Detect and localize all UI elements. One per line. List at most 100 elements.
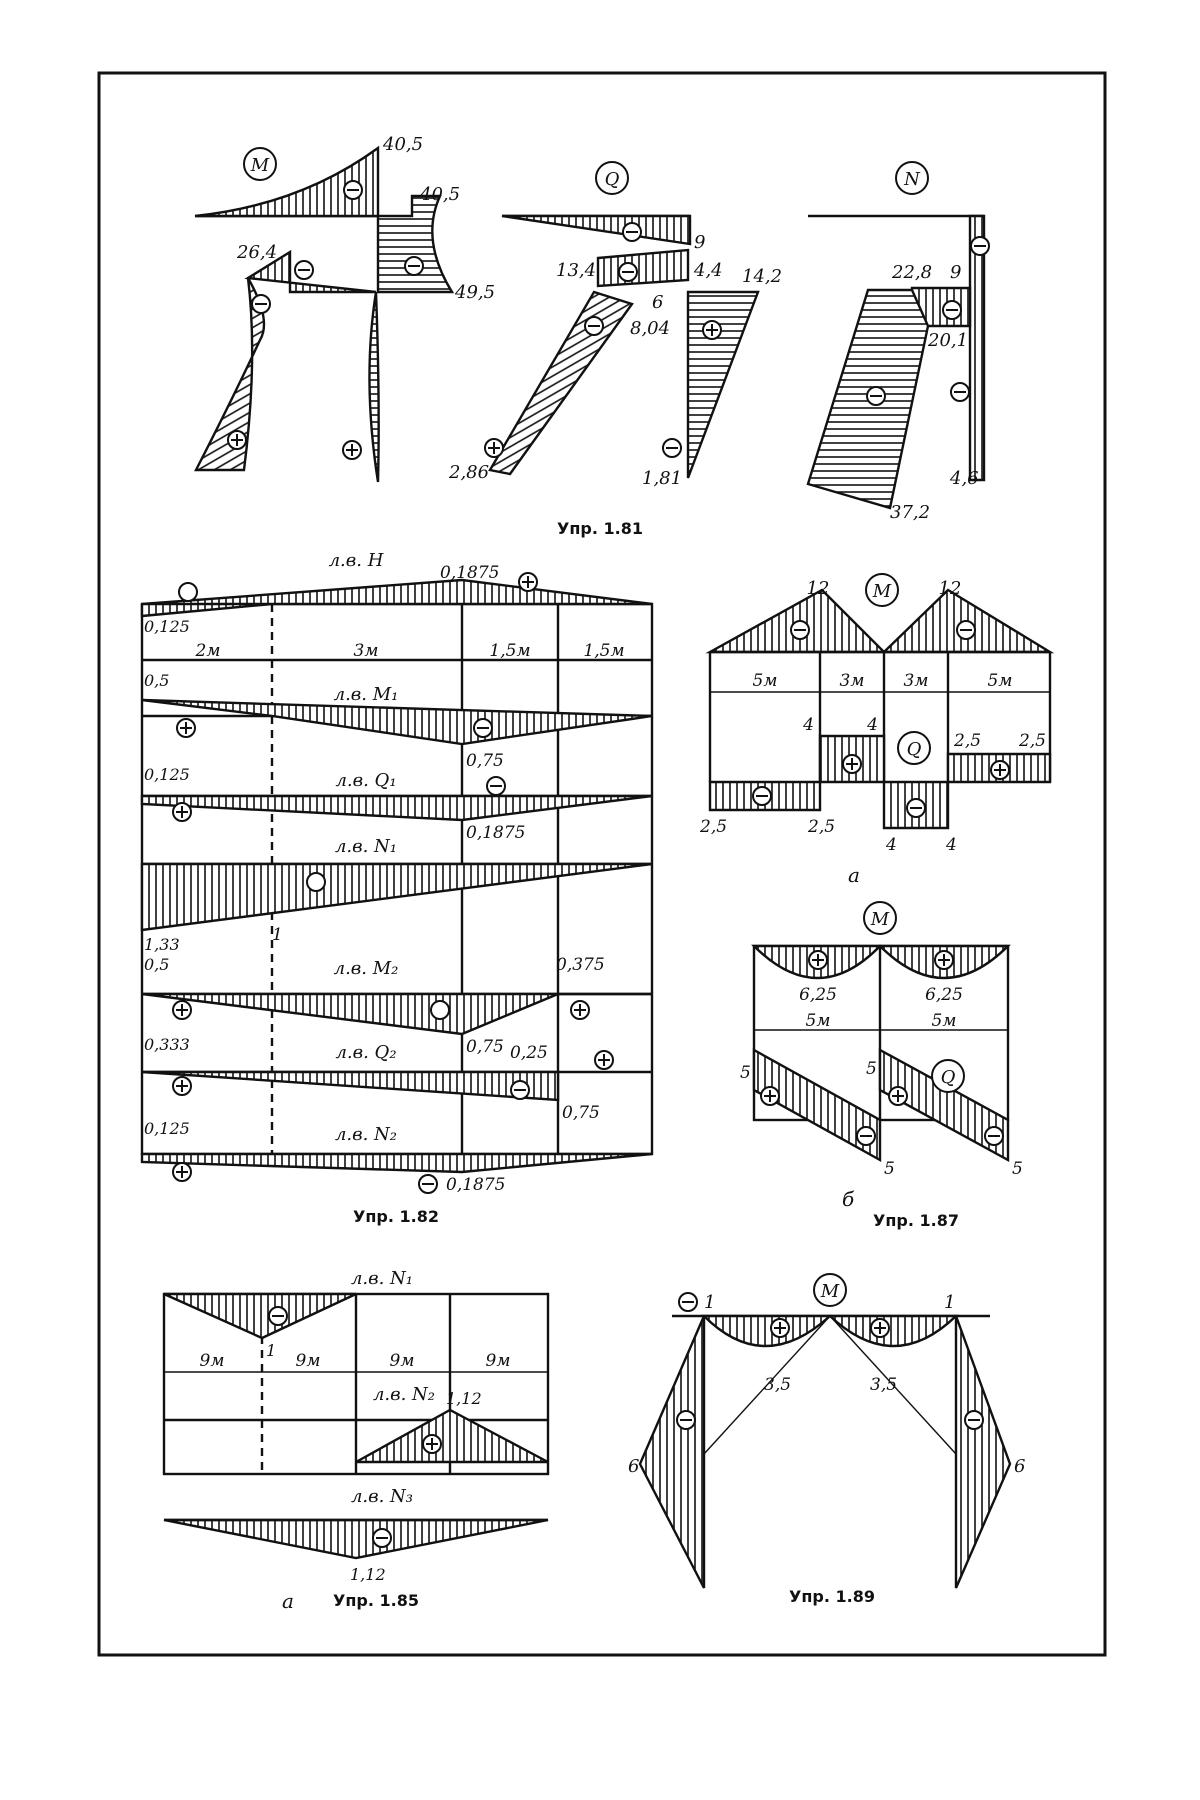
- ex182-span-1: 2м: [195, 641, 221, 661]
- ex182-M2-value-2: 0,375: [556, 955, 605, 975]
- ex181-Q-right-leg: [688, 292, 758, 478]
- ex182-title: Упр. 1.82: [353, 1207, 439, 1226]
- ex181-Q-value-7: 2,86: [448, 462, 489, 483]
- ex182-Q1-label: л.в. Q₁: [335, 770, 396, 791]
- exercise-1-87-a: M 12 12 5м 3м 3м 5м Q 4 4 2,5 2,5 2,5 2,…: [699, 574, 1050, 887]
- ex189-title: Упр. 1.89: [789, 1587, 875, 1606]
- ex187a-M-value-1: 12: [807, 578, 830, 599]
- ex187-title: Упр. 1.87: [873, 1211, 959, 1230]
- ex182-Q2-value-1: 0,333: [144, 1035, 190, 1054]
- ex181-title: Упр. 1.81: [557, 519, 643, 538]
- exercise-1-87-b: M 6,25 6,25 5м 5м Q 5 5 5 5 б Упр. 1.87: [740, 902, 1023, 1230]
- ex189-M-value-3: 3,5: [764, 1375, 791, 1395]
- ex185-N2-value: 1,12: [446, 1389, 482, 1408]
- ex182-M1-label: л.в. M₁: [334, 684, 399, 705]
- ex187a-M-label: M: [872, 581, 892, 602]
- ex181-M-right-column: [378, 196, 452, 292]
- ex187a-span-4: 5м: [988, 671, 1013, 691]
- ex185-N2-label: л.в. N₂: [373, 1384, 435, 1405]
- ex182-M1-value-2: 0,75: [466, 751, 504, 771]
- ex187b-span-2: 5м: [932, 1011, 957, 1031]
- ex181-M-value-1: 40,5: [382, 134, 423, 155]
- ex182-M2-label: л.в. M₂: [334, 958, 399, 979]
- ex185-span-2: 9м: [296, 1351, 321, 1371]
- ex185-N3-value: 1,12: [350, 1565, 386, 1584]
- ex187a-Q-value-3: 2,5: [953, 731, 981, 751]
- ex187b-Q-value-4: 5: [1012, 1159, 1023, 1179]
- exercise-1-89: M 1 1 3,5 3,5 6 6 Упр. 1.89: [628, 1274, 1025, 1606]
- ex187a-Q-value-6: 2,5: [807, 817, 835, 837]
- ex182-Q1-value-2: 0,1875: [466, 823, 525, 843]
- ex181-shear-diagram: Q 9 13,4 4,4 14,2 6 8,04 2,86 1,81: [448, 162, 782, 489]
- ex182-Q2-value-3: 0,75: [562, 1103, 600, 1123]
- ex185-sub-label: а: [282, 1589, 294, 1613]
- ex181-N-value-1: 22,8: [891, 262, 932, 283]
- ex187b-Q-value-1: 5: [740, 1063, 751, 1083]
- ex181-Q-value-6: 8,04: [630, 318, 670, 339]
- ex187b-span-1: 5м: [806, 1011, 831, 1031]
- ex181-N-value-3: 20,1: [927, 330, 968, 351]
- ex181-N-value-2: 9: [950, 262, 961, 283]
- ex181-M-value-3: 26,4: [236, 242, 277, 263]
- ex182-span-2: 3м: [354, 641, 379, 661]
- ex185-N1-value: 1: [266, 1341, 276, 1360]
- ex182-M2-value-3: 0,75: [466, 1037, 504, 1057]
- ex187a-M-value-2: 12: [939, 578, 962, 599]
- ex189-M-value-4: 3,5: [870, 1375, 897, 1395]
- ex181-M-label: M: [250, 155, 270, 176]
- ex187a-Q-value-2: 4: [866, 715, 878, 735]
- ex182-span-3: 1,5м: [489, 641, 530, 661]
- ex185-span-4: 9м: [486, 1351, 511, 1371]
- ex182-span-4: 1,5м: [583, 641, 624, 661]
- ex181-N-value-5: 37,2: [890, 502, 930, 523]
- ex187a-Q-value-7: 4: [885, 835, 897, 855]
- ex187b-Q-label: Q: [941, 1067, 956, 1088]
- ex181-M-right-leg: [369, 292, 378, 482]
- ex181-Q-value-3: 4,4: [693, 260, 723, 281]
- ex189-M-value-5: 6: [628, 1456, 639, 1477]
- ex187b-M-label: M: [870, 909, 890, 930]
- ex181-N-value-4: 4,6: [949, 468, 979, 489]
- ex182-M1-influence: [142, 700, 652, 744]
- ex181-Q-value-4: 14,2: [742, 266, 782, 287]
- exercise-1-85: л.в. N₁ 1 9м 9м 9м 9м л.в. N₂ 1,12 л.в. …: [164, 1268, 548, 1613]
- ex185-N3-influence: [164, 1520, 548, 1558]
- ex187a-Q-label: Q: [907, 739, 922, 760]
- ex181-Q-label: Q: [605, 169, 620, 190]
- ex181-Q-value-2: 13,4: [556, 260, 596, 281]
- ex181-Q-mid: [598, 250, 688, 286]
- ex187a-Q-value-5: 2,5: [699, 817, 727, 837]
- ex185-N3-label: л.в. N₃: [351, 1486, 413, 1507]
- exercise-1-81: M 40,5 40,5 26,4 49,5 Q 9 13,4: [195, 134, 989, 538]
- exercise-1-82: 2м 3м 1,5м 1,5м л.в. H 0,125 0,1875 л.в.…: [142, 550, 652, 1226]
- ex187a-Q-value-8: 4: [945, 835, 957, 855]
- ex185-N2-influence: [356, 1410, 548, 1462]
- ex182-Q2-label: л.в. Q₂: [335, 1042, 396, 1063]
- ex189-M-value-6: 6: [1014, 1456, 1025, 1477]
- ex181-Q-top: [502, 216, 690, 244]
- ex185-title: Упр. 1.85: [333, 1591, 419, 1610]
- ex182-Q2-value-2: 0,25: [510, 1043, 548, 1063]
- ex185-N1-influence: [164, 1294, 356, 1338]
- ex182-Q1-influence: [142, 796, 652, 820]
- ex181-Q-value-5: 6: [652, 292, 663, 313]
- ex182-H-value-2: 0,1875: [440, 563, 499, 583]
- ex189-M-value-2: 1: [944, 1292, 955, 1313]
- ex187b-M-value-1: 6,25: [799, 985, 837, 1005]
- ex187a-Q-value-1: 4: [802, 715, 814, 735]
- ex182-N2-value-1: 0,125: [144, 1119, 190, 1138]
- ex182-Q1-value-1: 0,125: [144, 765, 190, 784]
- ex187a-span-3: 3м: [904, 671, 929, 691]
- ex182-N1-influence: [142, 864, 652, 930]
- ex182-M2-value-1: 0,5: [144, 955, 169, 974]
- ex181-M-value-2: 40,5: [419, 184, 460, 205]
- ex182-N2-value-2: 0,1875: [446, 1175, 505, 1195]
- ex181-Q-left-leg: [490, 292, 632, 474]
- ex182-N1-value-2: 1: [272, 925, 283, 945]
- ex187a-sub-label: а: [848, 863, 860, 887]
- ex187a-span-1: 5м: [753, 671, 778, 691]
- ex182-H-label: л.в. H: [329, 550, 384, 571]
- ex187b-Q-value-3: 5: [884, 1159, 895, 1179]
